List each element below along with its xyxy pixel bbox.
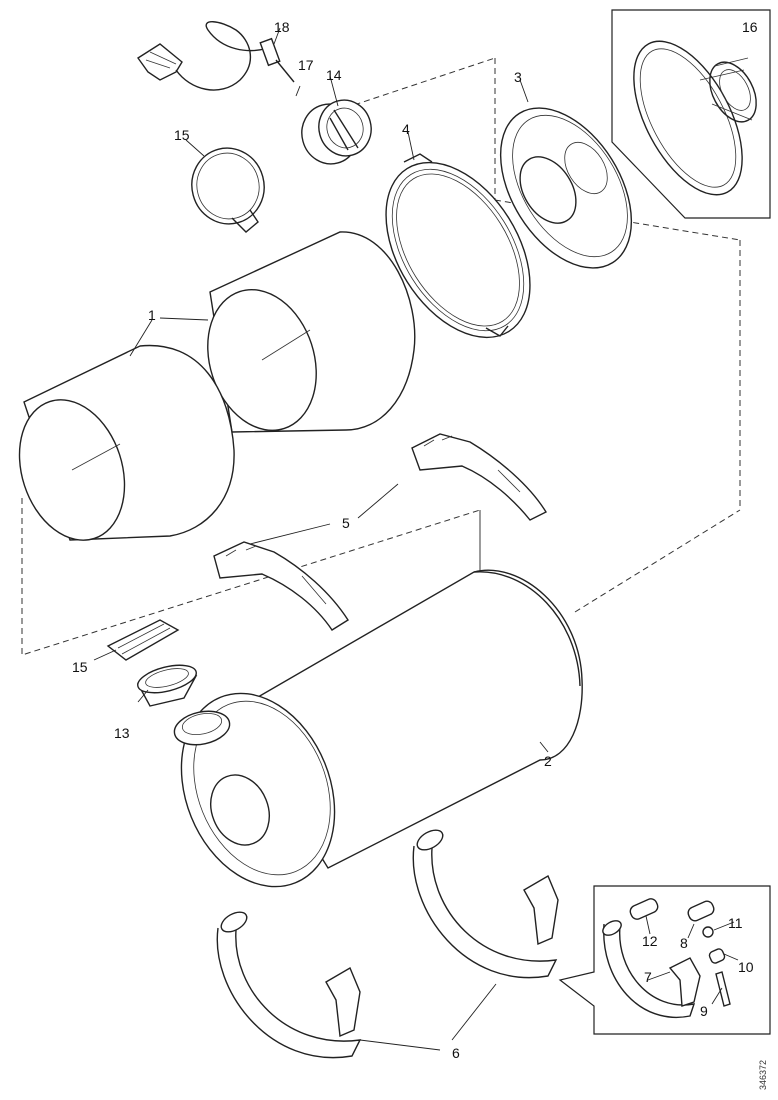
document-id: 346372: [758, 1060, 768, 1090]
callout-10: 10: [738, 959, 754, 975]
callout-16: 16: [742, 19, 758, 35]
part-18-sensor-cable: [137, 21, 295, 91]
part-3-end-cover: [499, 107, 633, 269]
part-15-clamp-lower: [106, 619, 180, 661]
callout-2: 2: [544, 753, 552, 769]
part-2-housing: [173, 569, 583, 888]
callout-6: 6: [452, 1045, 460, 1061]
callout-12: 12: [642, 933, 658, 949]
callout-3: 3: [514, 69, 522, 85]
callout-17: 17: [298, 57, 314, 73]
inset-frame-7-12: [558, 885, 771, 1035]
part-1-filter-elements: [18, 231, 416, 541]
callout-14: 14: [326, 67, 342, 83]
callout-9: 9: [700, 1003, 708, 1019]
callout-1: 1: [148, 307, 156, 323]
callout-labels: 18 17 14 15 4 3 16 1 5 15 13 2 6 12 8 11…: [72, 19, 768, 1090]
callout-8: 8: [680, 935, 688, 951]
callout-4: 4: [402, 121, 410, 137]
callout-15-top: 15: [174, 127, 190, 143]
leader-lines: [93, 27, 739, 1051]
part-4-clamp-band: [385, 153, 531, 339]
callout-15-lower: 15: [72, 659, 88, 675]
part-15-clamp-top: [191, 147, 265, 233]
callout-7: 7: [644, 969, 652, 985]
callout-18: 18: [274, 19, 290, 35]
part-14-cap: [301, 99, 372, 165]
part-6-straps: [216, 829, 559, 1059]
part-5-brackets: [213, 433, 547, 631]
inset-frame-16: [611, 9, 771, 219]
callout-11: 11: [728, 915, 743, 931]
callout-5: 5: [342, 515, 350, 531]
callout-13: 13: [114, 725, 130, 741]
part-13-nipple: [136, 664, 198, 707]
